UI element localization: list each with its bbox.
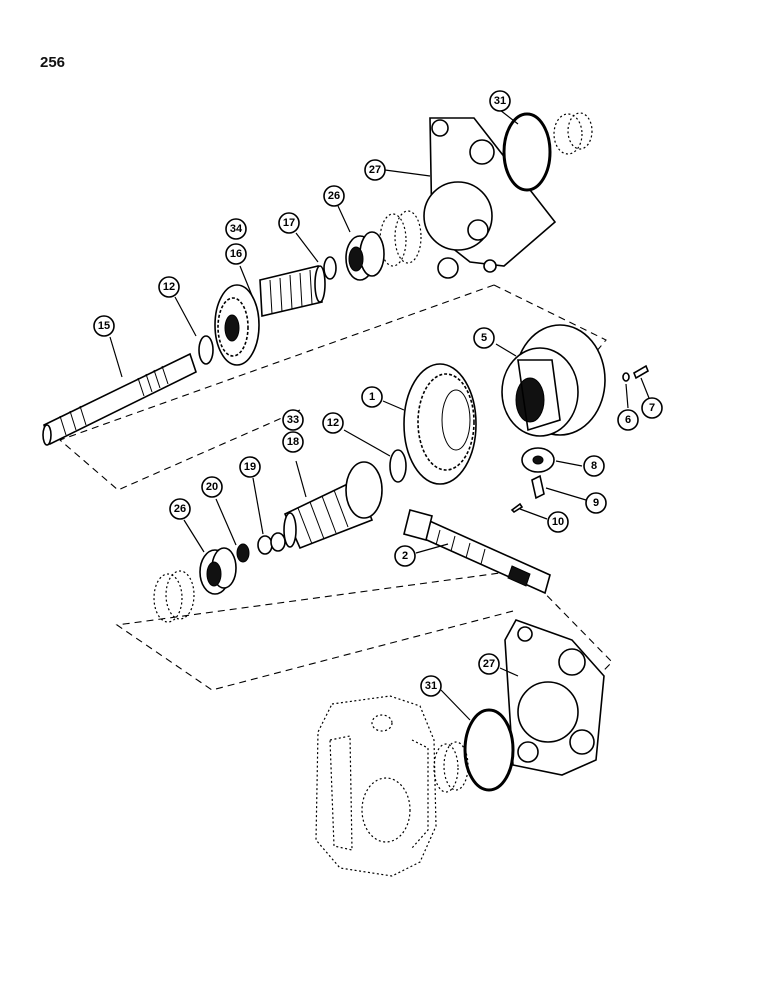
leader-19 [252, 477, 264, 535]
leader-6 [625, 383, 629, 409]
leader-12-lower [343, 429, 391, 457]
bearing-cone-upper [345, 231, 385, 281]
callout-26-upper: 26 [323, 185, 345, 207]
svg-text:15: 15 [98, 320, 110, 332]
callout-17: 17 [278, 212, 300, 234]
svg-text:12: 12 [327, 417, 339, 429]
shaft-15 [42, 352, 197, 446]
svg-text:17: 17 [283, 217, 295, 229]
callout-18: 18 [282, 431, 304, 453]
svg-text:19: 19 [244, 461, 256, 473]
transmission-housing [315, 695, 437, 877]
svg-text:33: 33 [287, 414, 299, 426]
svg-text:6: 6 [625, 414, 631, 426]
svg-text:26: 26 [174, 503, 186, 515]
svg-text:20: 20 [206, 481, 218, 493]
leader-7 [640, 377, 650, 399]
leader-16 [239, 265, 254, 299]
roll-pin-10 [510, 502, 524, 514]
callout-12-upper: 12 [158, 276, 180, 298]
callout-8: 8 [583, 455, 605, 477]
lower-assembly-boundary [115, 569, 613, 701]
thrust-washer-12-lower [389, 449, 407, 483]
callout-19: 19 [239, 456, 261, 478]
svg-text:9: 9 [593, 497, 599, 509]
callout-26-lower: 26 [169, 498, 191, 520]
callout-10: 10 [547, 511, 569, 533]
svg-text:8: 8 [591, 460, 597, 472]
bolt-and-washer [622, 364, 649, 382]
flange-plate-upper [423, 117, 557, 279]
callout-33: 33 [282, 409, 304, 431]
svg-text:2: 2 [402, 550, 408, 562]
leader-2 [415, 543, 449, 554]
o-ring-upper [502, 112, 552, 192]
leader-31-lower [440, 689, 471, 721]
pin-9 [531, 474, 545, 500]
thrust-washer-12-upper [198, 335, 214, 365]
callout-20: 20 [201, 476, 223, 498]
leader-9 [545, 487, 587, 501]
callout-27-lower: 27 [478, 653, 500, 675]
leader-10 [519, 508, 548, 520]
bearing-cup-mid [379, 210, 422, 267]
callout-1: 1 [361, 386, 383, 408]
seal-20 [236, 543, 250, 563]
leader-15 [109, 336, 123, 378]
svg-text:1: 1 [369, 391, 375, 403]
leader-17 [295, 232, 319, 263]
leader-27-upper [384, 169, 431, 177]
svg-text:5: 5 [481, 332, 487, 344]
differential-case-5 [501, 324, 606, 437]
svg-text:27: 27 [483, 658, 495, 670]
bearing-cup-lower-left [153, 570, 195, 623]
leader-8 [555, 460, 583, 467]
callout-31-upper: 31 [489, 90, 511, 112]
pinion-shaft-2 [403, 509, 551, 595]
leader-1 [382, 400, 405, 411]
leader-31-upper [499, 109, 519, 125]
callout-27-upper: 27 [364, 159, 386, 181]
callout-6: 6 [617, 409, 639, 431]
leader-27-lower [499, 667, 519, 677]
bearing-cup-lower-center [433, 741, 469, 793]
callout-31-lower: 31 [420, 675, 442, 697]
leader-18 [295, 460, 307, 498]
svg-text:12: 12 [163, 281, 175, 293]
thrust-washer-17 [323, 256, 337, 280]
svg-text:34: 34 [230, 223, 243, 235]
callout-15: 15 [93, 315, 115, 337]
svg-text:18: 18 [287, 436, 299, 448]
bearing-cup-upper [553, 112, 593, 155]
leader-12-upper [174, 296, 197, 337]
svg-text:31: 31 [425, 680, 437, 692]
svg-text:7: 7 [649, 402, 655, 414]
page-number: 256 [40, 54, 66, 71]
callout-12-lower: 12 [322, 412, 344, 434]
bearing-cone-lower [199, 547, 237, 595]
callout-2: 2 [394, 545, 416, 567]
leader-5 [495, 343, 517, 357]
flange-plate-lower [504, 619, 605, 776]
callout-9: 9 [585, 492, 607, 514]
svg-text:27: 27 [369, 164, 381, 176]
bushing-19 [257, 532, 286, 555]
callout-34: 34 [225, 218, 247, 240]
svg-text:31: 31 [494, 95, 506, 107]
gear-shaft-18 [283, 461, 383, 550]
callout-7: 7 [641, 397, 663, 419]
pinion-gear-8 [521, 447, 555, 473]
o-ring-lower [463, 708, 515, 792]
svg-text:16: 16 [230, 248, 242, 260]
callout-16: 16 [225, 243, 247, 265]
svg-text:26: 26 [328, 190, 340, 202]
leader-26-lower [183, 519, 205, 553]
svg-text:10: 10 [552, 516, 564, 528]
gear-shaft-16 [214, 265, 326, 366]
leader-26-upper [337, 205, 351, 233]
callout-5: 5 [473, 327, 495, 349]
leader-20 [215, 498, 237, 546]
ring-gear-1 [403, 363, 477, 485]
